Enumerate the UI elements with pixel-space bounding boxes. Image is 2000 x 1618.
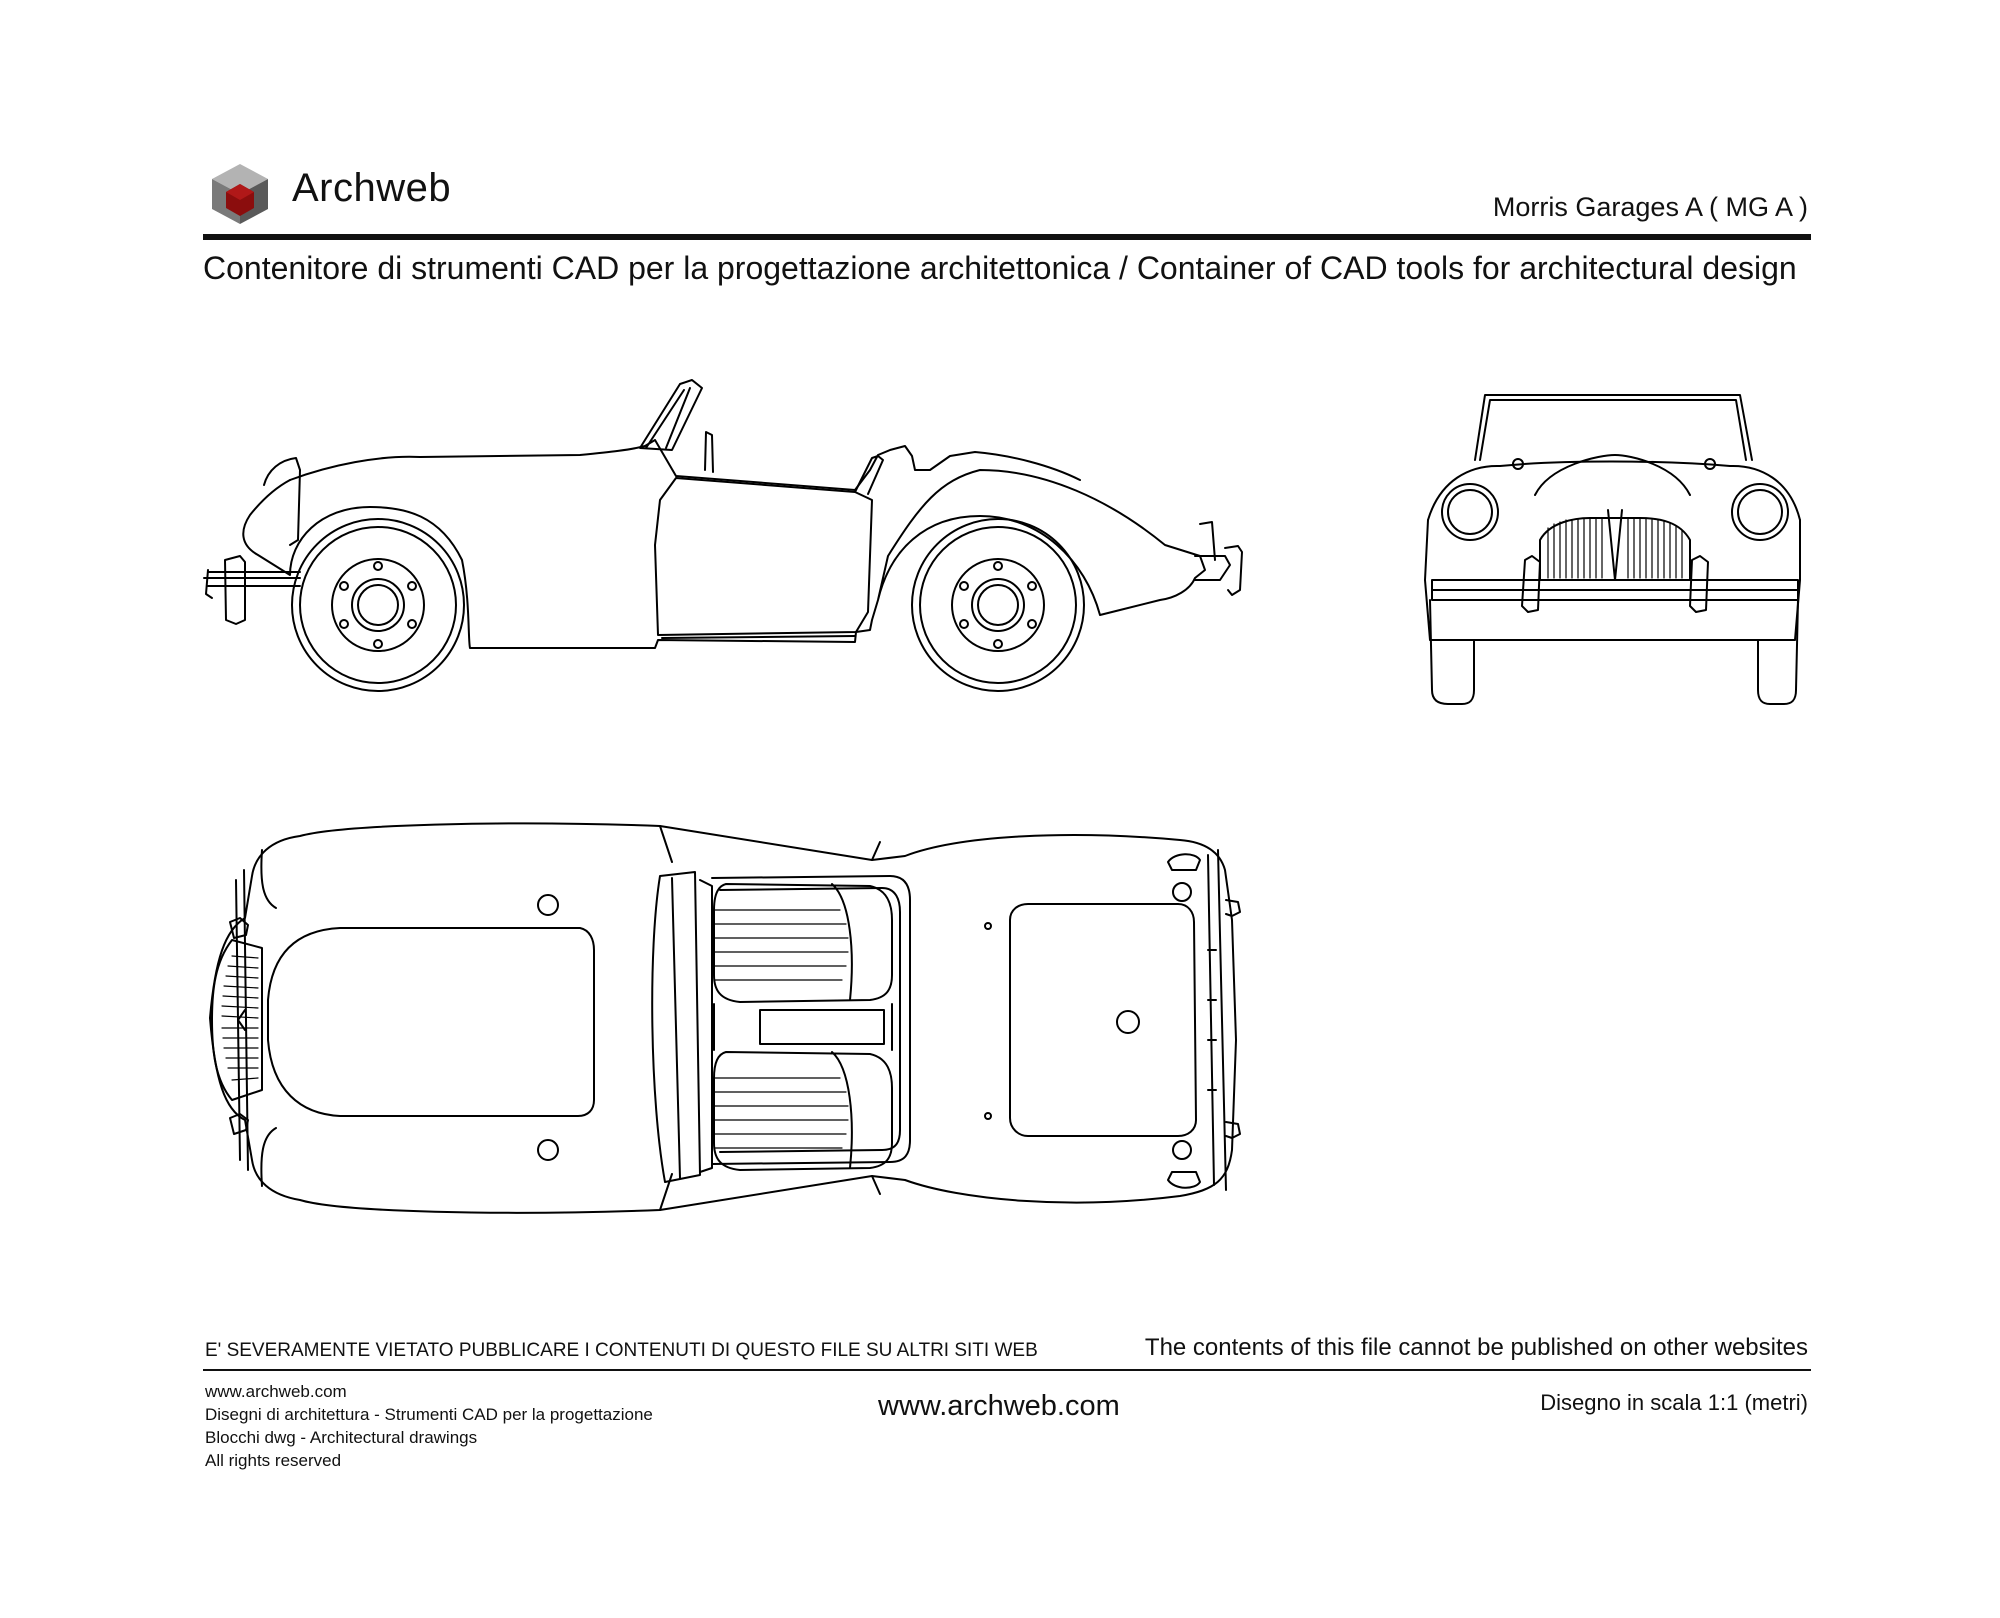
side-elevation-view: [203, 379, 1243, 692]
front-elevation-view: [1424, 394, 1801, 705]
plan-view: [209, 822, 1241, 1214]
footer-line: www.archweb.com: [205, 1382, 347, 1401]
header-rule: [203, 234, 1811, 240]
notice-italian: E' SEVERAMENTE VIETATO PUBBLICARE I CONT…: [205, 1340, 1038, 1361]
scale-note: Disegno in scala 1:1 (metri): [1540, 1390, 1808, 1415]
archweb-cube-logo-icon: [212, 164, 268, 224]
tagline: Contenitore di strumenti CAD per la prog…: [203, 250, 1797, 286]
brand-name: Archweb: [292, 166, 452, 210]
footer-line: Disegni di architettura - Strumenti CAD …: [205, 1405, 653, 1424]
notice-english: The contents of this file cannot be publ…: [1144, 1334, 1808, 1361]
drawing-title: Morris Garages A ( MG A ): [1492, 192, 1808, 222]
footer-info: www.archweb.com Disegni di architettura …: [205, 1380, 653, 1472]
footer-line: Blocchi dwg - Architectural drawings: [205, 1428, 478, 1447]
footer-url: www.archweb.com: [878, 1390, 1120, 1422]
footer-line: All rights reserved: [205, 1451, 342, 1470]
footer-rule: [203, 1369, 1811, 1371]
